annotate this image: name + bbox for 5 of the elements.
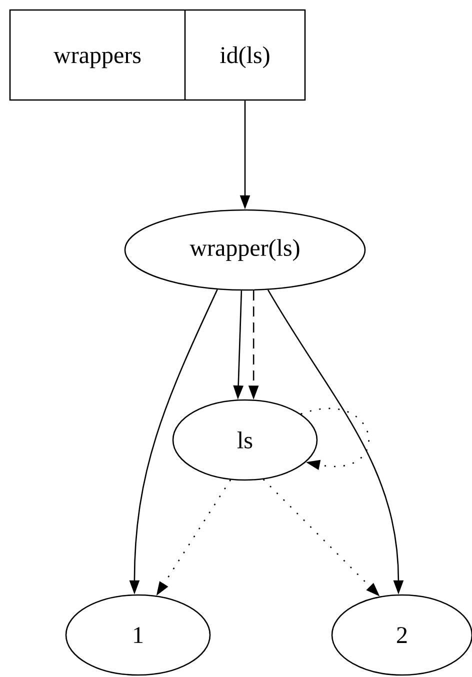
- record-box: wrappers id(ls): [9, 9, 306, 101]
- ellipse-node: wrapper(ls): [124, 209, 366, 291]
- arrow: [300, 408, 370, 470]
- ellipse-node: ls: [172, 399, 318, 481]
- ellipse-node: 1: [65, 594, 211, 676]
